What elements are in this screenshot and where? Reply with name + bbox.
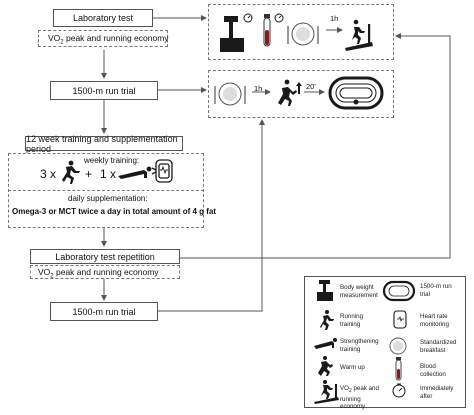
run-trial-2-label: 1500-m run trial <box>72 306 136 317</box>
legend-body-weight-label: Body weight measurement <box>340 284 378 299</box>
running-icon <box>62 160 80 184</box>
legend-immediately-after-icon <box>392 383 406 398</box>
track-icon <box>328 76 384 110</box>
legend-vo2-treadmill-icon <box>314 380 339 404</box>
lab-test-repetition-box: Laboratory test repetition <box>30 249 180 264</box>
legend-running-label: Running training <box>340 313 364 328</box>
vo2-peak-box <box>38 30 168 47</box>
legend-warm-up-icon <box>318 356 333 376</box>
body-weight-scale-icon <box>220 16 244 52</box>
arrow-run-trial-2-to-protocol <box>158 119 265 312</box>
legend-heart-rate-label: Heart rate monitoring <box>420 313 449 328</box>
legend-track-icon <box>382 280 416 302</box>
daily-supplementation-label: daily supplementation: <box>68 194 148 203</box>
vo2-peak-label: VO2 peak and running economy <box>48 33 169 46</box>
lab-test-box: Laboratory test <box>53 9 153 27</box>
blood-collection-tube-icon <box>263 14 271 47</box>
legend-immediately-after-label: Immediately after <box>420 385 454 400</box>
legend-strengthening-icon <box>314 338 337 349</box>
vo2-peak-box-2 <box>30 265 180 279</box>
legend-warm-up-label: Warm up <box>340 364 365 371</box>
mid-1h-label: 1h <box>254 84 263 93</box>
legend-body-weight-icon <box>317 280 333 301</box>
breakfast-plate-icon-2 <box>214 82 246 106</box>
warm-up-icon <box>278 79 302 106</box>
vo2-peak-label-2: VO2 peak and running economy <box>38 267 159 280</box>
training-period-label: 12 week training and supplementation per… <box>26 133 178 154</box>
legend-breakfast-icon <box>389 337 407 355</box>
strength-count: 1 x <box>100 167 117 181</box>
legend-vo2-label: VO2 peak and running economy <box>340 385 379 411</box>
training-divider <box>8 190 204 191</box>
run-trial-2-box: 1500-m run trial <box>50 302 158 321</box>
plus-sign: + <box>85 167 93 181</box>
legend-blood-icon <box>395 357 402 381</box>
immediately-after-clock-icon <box>243 13 253 23</box>
run-trial-1-label: 1500-m run trial <box>72 85 136 96</box>
run-trial-1-box: 1500-m run trial <box>50 81 158 100</box>
weekly-training-label: weekly training: <box>84 156 140 165</box>
run-count: 3 x <box>40 167 57 181</box>
training-period-box: 12 week training and supplementation per… <box>25 133 183 154</box>
legend-track-label: 1500-m run trial <box>420 283 452 298</box>
supplement-text: Omega-3 or MCT twice a day in total amou… <box>12 207 217 216</box>
immediately-after-clock-icon-2 <box>274 13 284 23</box>
treadmill-icon <box>345 19 373 51</box>
lab-test-label: Laboratory test <box>72 13 134 23</box>
heart-rate-watch-icon <box>151 159 173 183</box>
legend-blood-label: Blood collection <box>420 363 446 378</box>
arrow-repetition-to-measurements <box>180 33 451 259</box>
legend-breakfast-label: Standardized breakfast <box>420 339 457 354</box>
legend-running-icon <box>320 310 334 330</box>
legend-strengthening-label: Strengthening training <box>340 338 379 353</box>
top-1h-label: 1h <box>330 14 339 23</box>
breakfast-plate-icon <box>287 22 319 46</box>
legend-heart-rate-icon <box>393 310 407 329</box>
strengthening-icon <box>118 166 152 179</box>
mid-20-label: 20' <box>306 82 316 91</box>
lab-test-repetition-label: Laboratory test repetition <box>55 251 155 262</box>
